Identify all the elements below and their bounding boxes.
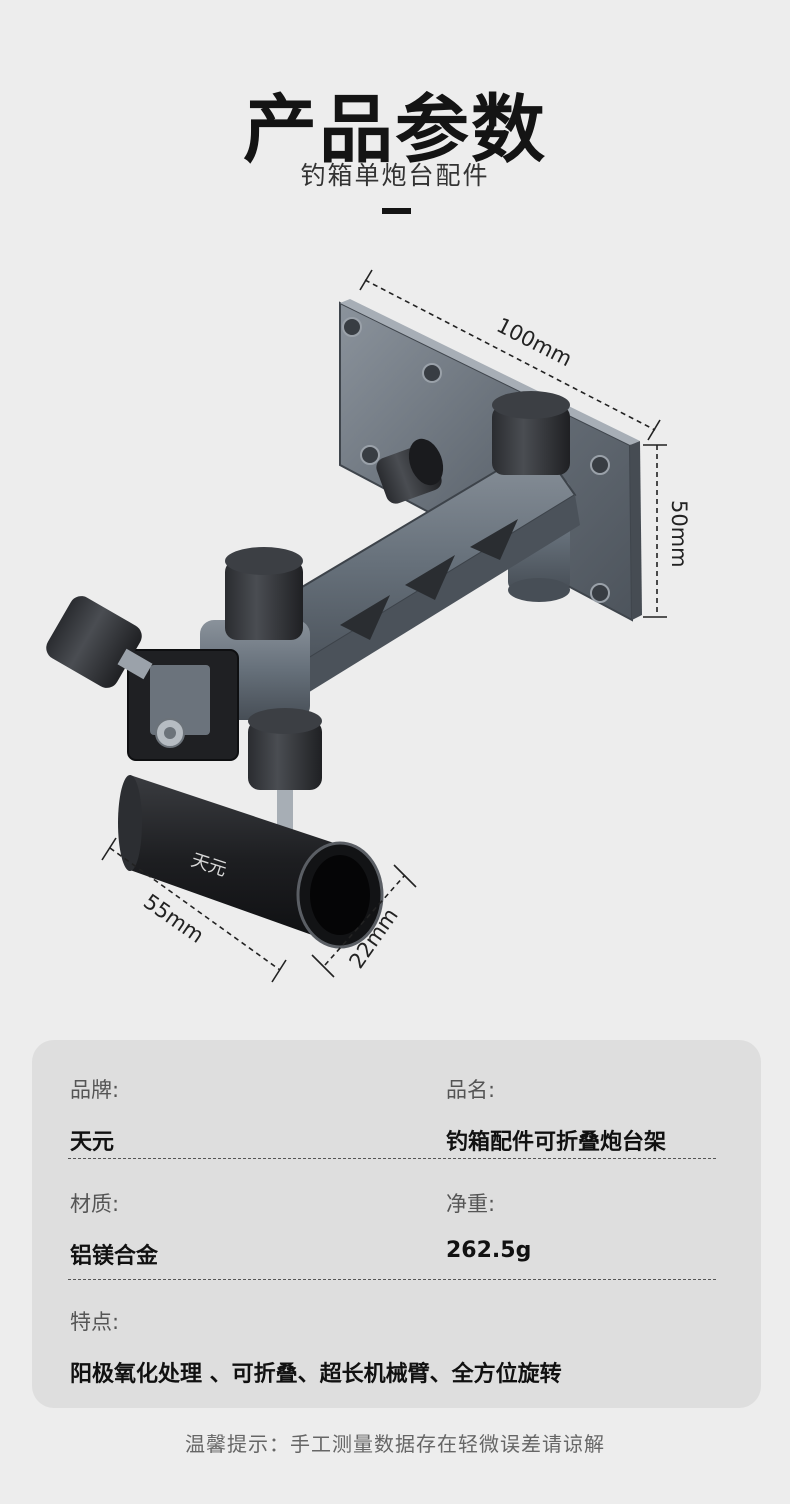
title-underline-bar — [382, 208, 411, 214]
dim-55mm-label: 55mm — [139, 889, 208, 947]
spec-name: 品名: 钓箱配件可折叠炮台架 — [446, 1074, 666, 1156]
name-label: 品名: — [446, 1078, 496, 1102]
product-figure: 天元 100mm 50mm 55mm 22mm — [46, 269, 691, 983]
plate-knob — [376, 438, 444, 504]
spec-brand: 品牌: 天元 — [70, 1074, 119, 1156]
material-label: 材质: — [70, 1192, 120, 1216]
dim-50mm-label: 50mm — [667, 500, 691, 568]
brand-label: 品牌: — [70, 1078, 120, 1102]
material-value: 铝镁合金 — [70, 1244, 159, 1269]
spec-weight: 净重: 262.5g — [446, 1188, 531, 1263]
hinge-knob-top — [492, 391, 570, 475]
long-arm — [228, 443, 580, 715]
rod-tube: 天元 — [118, 775, 384, 949]
features-label: 特点: — [70, 1310, 120, 1334]
features-value: 阳极氧化处理 、可折叠、超长机械臂、全方位旋转 — [70, 1362, 562, 1387]
weight-value: 262.5g — [446, 1238, 532, 1263]
side-knob-left — [46, 596, 153, 688]
weight-label: 净重: — [446, 1192, 496, 1216]
brand-value: 天元 — [70, 1130, 115, 1155]
dimension-50mm: 50mm — [643, 444, 691, 618]
spec-material: 材质: 铝镁合金 — [70, 1188, 158, 1270]
dim-100mm-label: 100mm — [493, 313, 576, 371]
spec-divider — [68, 1158, 716, 1159]
page-title: 产品参数 — [243, 87, 547, 173]
hex-bolt — [155, 718, 185, 748]
footer-note: 温馨提示：手工测量数据存在轻微误差请谅解 — [185, 1432, 605, 1456]
name-value: 钓箱配件可折叠炮台架 — [446, 1130, 667, 1155]
tube-knob — [248, 708, 322, 840]
spec-divider — [68, 1279, 716, 1280]
page-subtitle: 钓箱单炮台配件 — [300, 161, 490, 190]
elbow-knob — [225, 547, 303, 640]
spec-features: 特点: 阳极氧化处理 、可折叠、超长机械臂、全方位旋转 — [70, 1306, 562, 1388]
spec-card: 品牌: 天元 品名: 钓箱配件可折叠炮台架 材质: 铝镁合金 净重: 262.5… — [32, 1040, 761, 1408]
